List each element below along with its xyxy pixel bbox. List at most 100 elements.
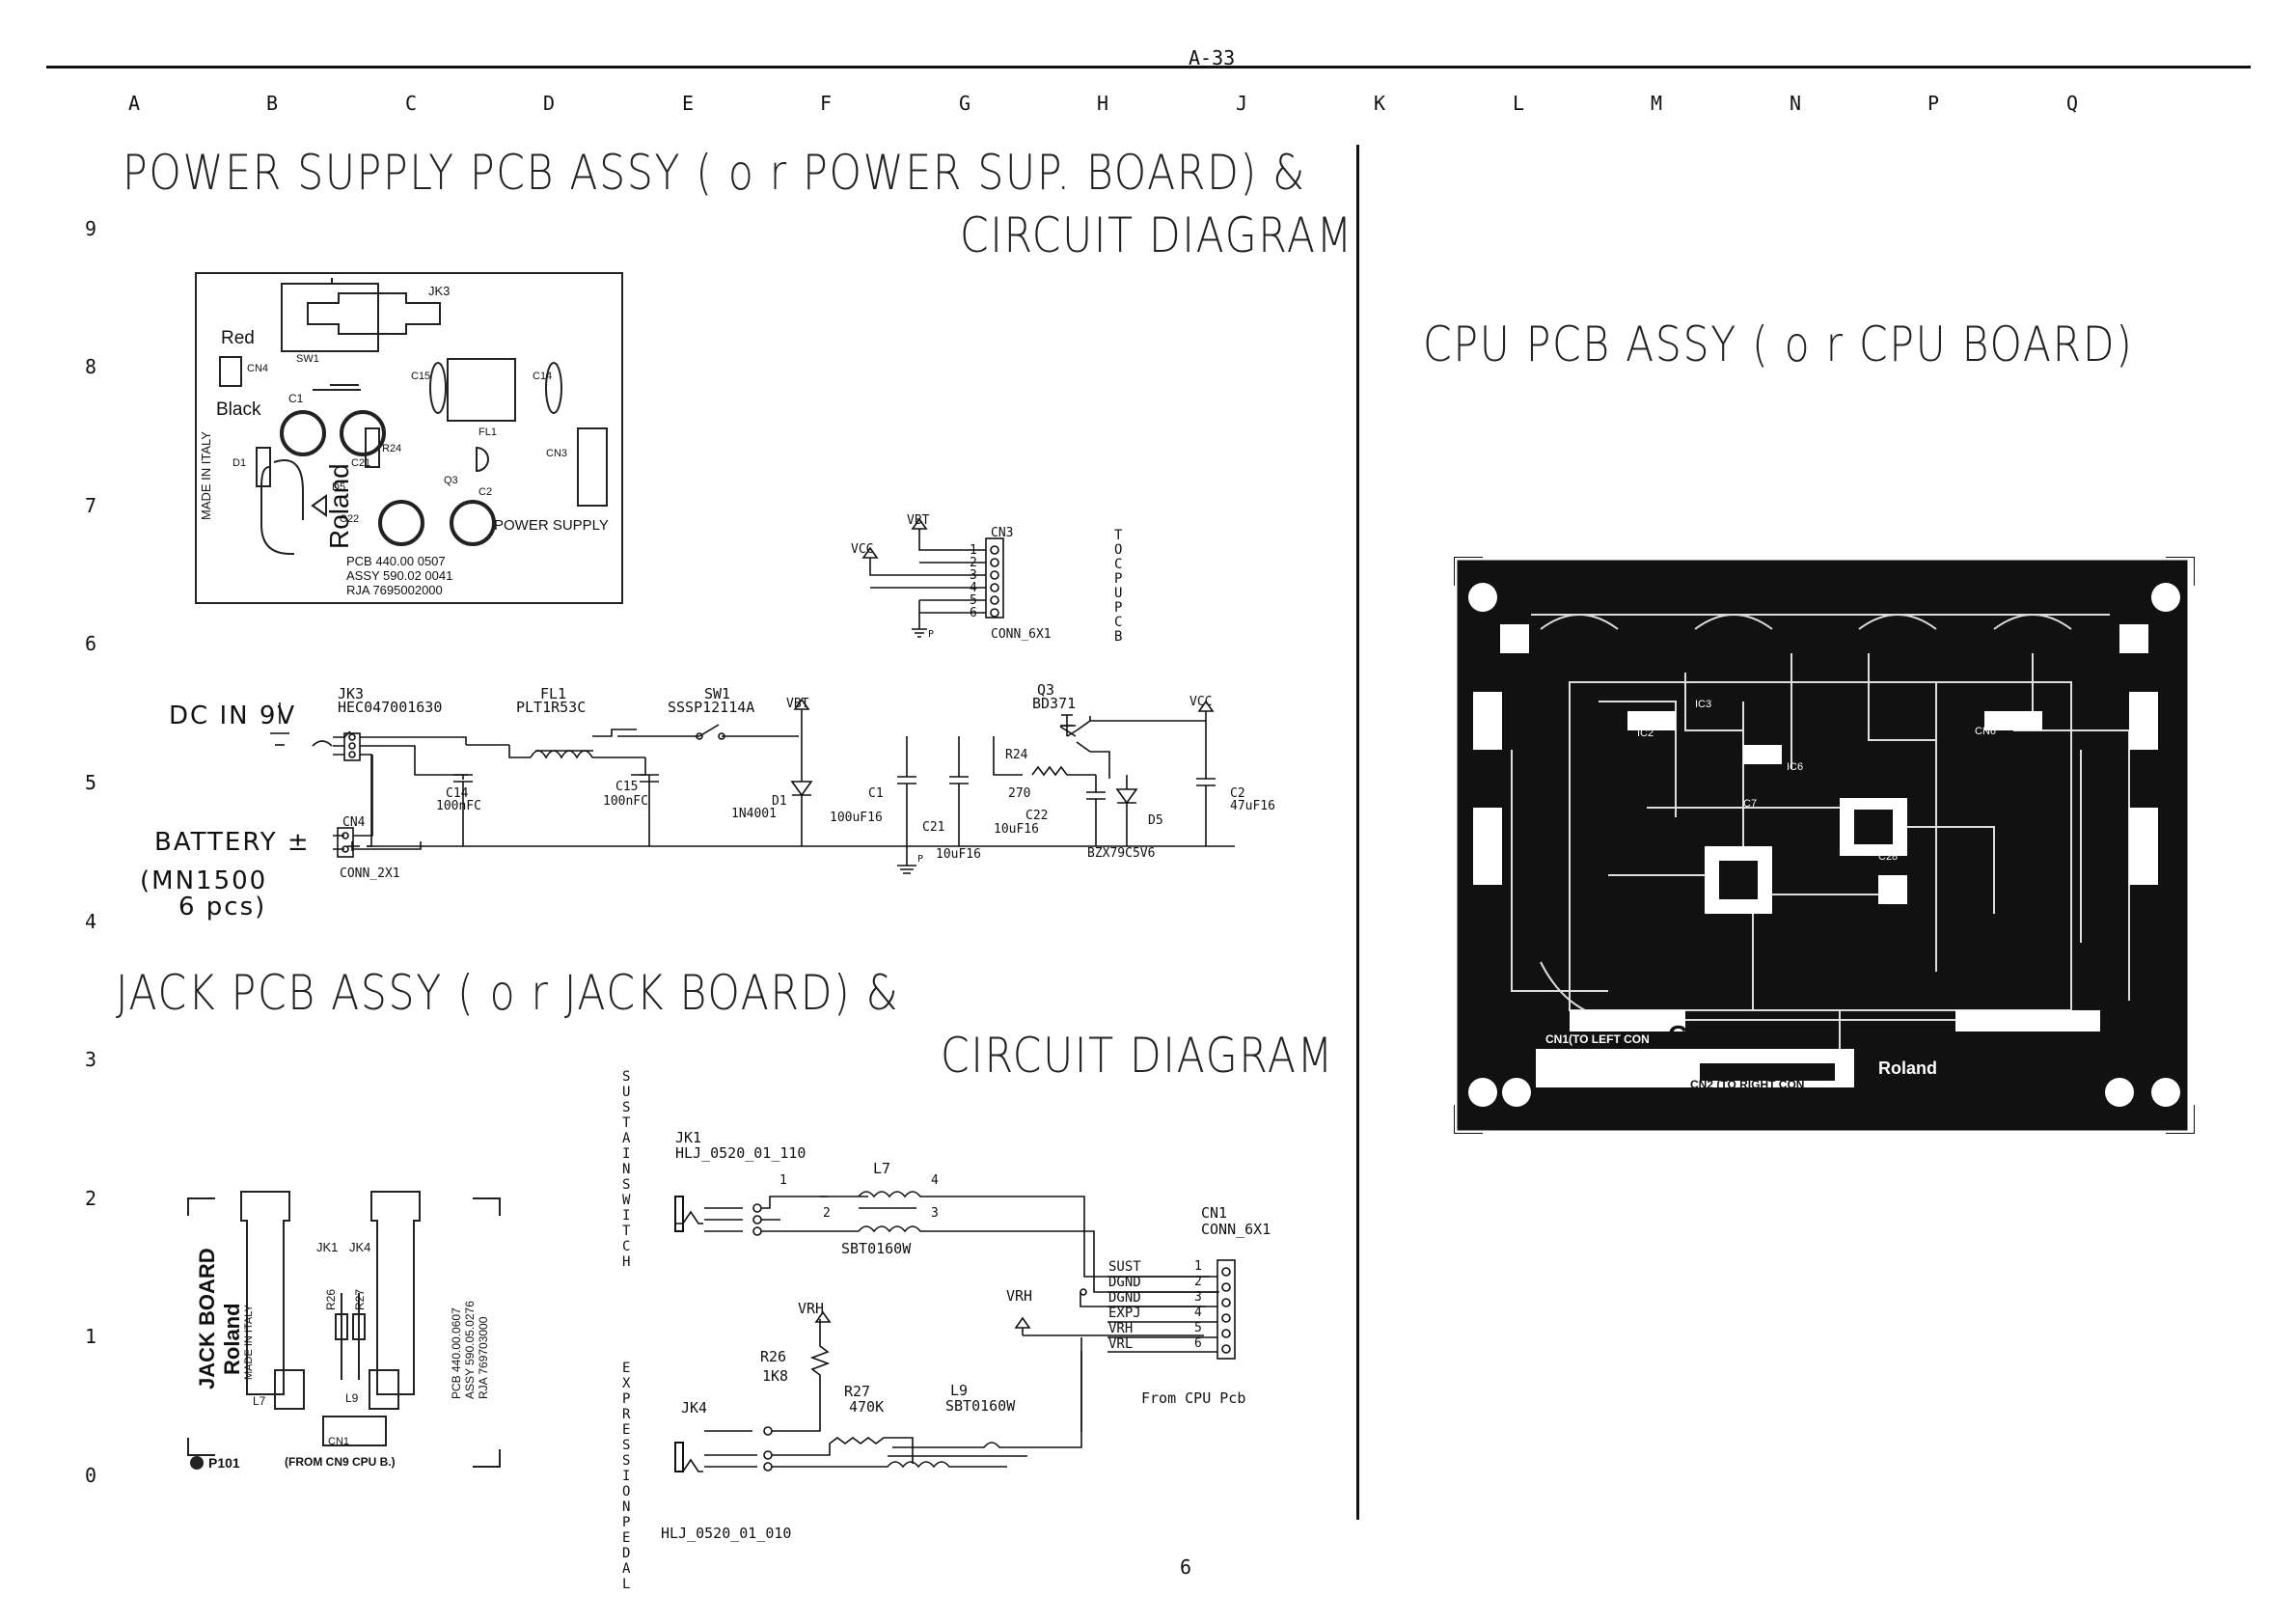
pcb-label-r24: R24 — [382, 443, 402, 454]
grid-col-label: N — [1790, 92, 1802, 115]
page-number-bottom: 6 — [1180, 1555, 1192, 1579]
c22-label: C22 — [1025, 809, 1049, 823]
c21-label: C21 — [922, 820, 945, 835]
battery-count-label: 6 pcs) — [178, 893, 267, 922]
pcb-label-sw1: SW1 — [296, 353, 319, 365]
grid-col-label: K — [1374, 92, 1386, 115]
q3-part: BD371 — [1032, 695, 1077, 712]
cn3-pin: 5 — [970, 593, 977, 608]
jack-pcb-label-cn1: CN1 — [328, 1436, 350, 1447]
l9-part: SBT0160W — [945, 1397, 1016, 1415]
cn4-label: CN4 — [342, 815, 366, 830]
c21-value: 10uF16 — [936, 847, 981, 862]
power-title-line2: CIRCUIT DIAGRAM — [960, 207, 1353, 263]
power-pcb-art — [219, 278, 608, 555]
pcb-label-power-supply: POWER SUPPLY — [494, 517, 609, 534]
battery-type-label: (MN1500 — [140, 867, 268, 895]
cpu-board-ic2: IC2 — [1637, 728, 1654, 739]
d5-part: BZX79C5V6 — [1087, 846, 1156, 861]
grid-col-label: G — [959, 92, 971, 115]
cpu-board-cn1: CN1(TO LEFT CON — [1545, 1032, 1650, 1046]
jack-title-line1: JACK PCB ASSY ( o r JACK BOARD) & — [116, 965, 900, 1021]
battery-label: BATTERY ± — [154, 828, 311, 857]
cpu-title: CPU PCB ASSY ( o r CPU BOARD) — [1423, 316, 2134, 372]
cpu-board-cn2: CN2 (TO RIGHT CON — [1690, 1078, 1805, 1091]
power-supply-pcb: SW1 JK3 Red Black CN4 C1 C15 C14 FL1 CN3… — [195, 272, 623, 604]
l7-label: L7 — [873, 1160, 891, 1177]
d1-part: 1N4001 — [731, 807, 777, 821]
sustain-switch-label: SUSTAIN SWITCH — [622, 1069, 631, 1270]
vrh-label-right: VRH — [1006, 1287, 1033, 1305]
pcb-label-c1: C1 — [288, 392, 304, 405]
c1-value: 100uF16 — [830, 811, 883, 825]
l9-label: L9 — [950, 1382, 969, 1399]
from-cpu-label: From CPU Pcb — [1141, 1389, 1246, 1407]
jk4-part: HLJ_0520_01_010 — [661, 1525, 792, 1542]
c1-label: C1 — [868, 786, 884, 801]
pcb-label-fl1: FL1 — [478, 426, 497, 438]
cn3-type: CONN_6X1 — [991, 627, 1052, 642]
cpu-board-label: CPU BOARD — [1668, 1020, 1832, 1050]
jk4-label: JK4 — [681, 1399, 708, 1417]
cn1-signal: SUST — [1108, 1259, 1141, 1275]
cn3-name: CN3 — [991, 526, 1014, 540]
cn1-pin: 2 — [1194, 1275, 1202, 1289]
pcb-label-c22: C22 — [340, 513, 360, 525]
jack-pcb-art — [187, 1191, 501, 1470]
jack-pcb-info-line1: PCB 440.00.0607 — [450, 1307, 463, 1399]
cn3-pin: 1 — [970, 543, 977, 558]
jack-pcb-label-r27: R27 — [353, 1288, 367, 1310]
cn1-signal: EXPJ — [1108, 1306, 1141, 1321]
vcc-label: VCC — [1189, 695, 1213, 709]
l7-pin: 1 — [779, 1173, 787, 1188]
jack-pcb-label-l9: L9 — [345, 1391, 359, 1405]
pcb-label-black: Black — [216, 399, 261, 420]
grid-row-label: 4 — [85, 910, 97, 933]
grid-col-label: A — [128, 92, 141, 115]
grid-row-label: 5 — [85, 771, 97, 794]
grid-col-label: B — [266, 92, 279, 115]
cn3-pin: 2 — [970, 556, 977, 570]
cn1-pin: 3 — [1194, 1290, 1202, 1305]
cn1-label: CN1 — [1201, 1204, 1228, 1222]
jack-pcb-from-cn9: (FROM CN9 CPU B.) — [285, 1455, 396, 1469]
power-title-line1: POWER SUPPLY PCB ASSY ( o r POWER SUP. B… — [123, 145, 1306, 201]
pcb-label-c21: C21 — [351, 457, 371, 469]
fl1-label: FL1 — [540, 685, 567, 702]
cn1-pin: 1 — [1194, 1259, 1202, 1274]
r24-label: R24 — [1005, 748, 1028, 762]
grid-row-label: 0 — [85, 1464, 97, 1487]
grid-col-label: E — [682, 92, 695, 115]
grid-col-label: L — [1513, 92, 1525, 115]
r24-value: 270 — [1008, 786, 1031, 801]
r26-label: R26 — [760, 1348, 787, 1365]
pcb-label-c2: C2 — [478, 486, 493, 498]
cn3-pin: 3 — [970, 568, 977, 583]
vbt-label: VBT — [786, 697, 809, 711]
cn1-pin: 4 — [1194, 1306, 1202, 1320]
grid-col-label: P — [1927, 92, 1940, 115]
header-rule — [46, 66, 2251, 69]
pcb-label-c15: C15 — [411, 371, 431, 382]
cn4-type: CONN_2X1 — [340, 867, 400, 881]
cn1-signal: DGND — [1108, 1290, 1141, 1306]
l7-pin: 3 — [931, 1206, 939, 1221]
grid-col-label: M — [1651, 92, 1663, 115]
ground-p-label: P — [917, 854, 924, 865]
jack-pcb-label-jk4: JK4 — [349, 1240, 371, 1254]
grid-row-label: 3 — [85, 1048, 97, 1071]
pcb-label-q3: Q3 — [444, 475, 458, 486]
cpu-board: CPU BOARD CN1(TO LEFT CON CN2 (TO RIGHT … — [1454, 557, 2195, 1134]
cn3-vbt-label: VBT — [907, 513, 930, 528]
cpu-board-c7: C7 — [1743, 798, 1758, 810]
pcb-label-d1: D1 — [232, 457, 247, 469]
c15-label: C15 — [615, 780, 639, 794]
cn1-type: CONN_6X1 — [1201, 1221, 1271, 1238]
l7-pin: 2 — [823, 1206, 831, 1221]
cpu-board-art — [1454, 557, 2195, 1134]
c2-value: 47uF16 — [1230, 799, 1275, 813]
cn3-to-cpu-label: TO CPU PCB — [1114, 528, 1123, 645]
jk3-part: HEC047001630 — [338, 699, 443, 716]
cn3-ground-label: P — [928, 629, 935, 640]
